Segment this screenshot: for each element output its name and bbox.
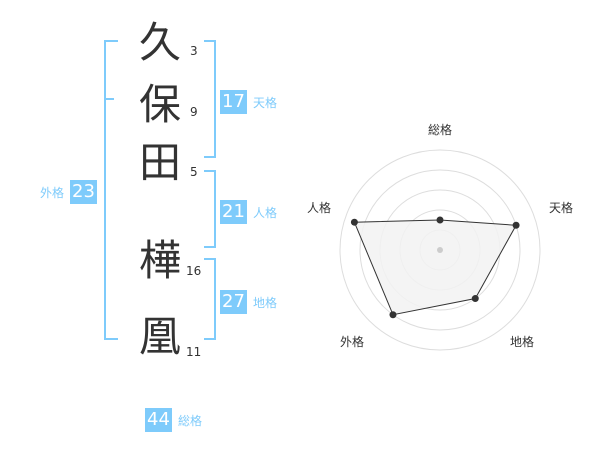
radar-point-chikaku [471,295,479,303]
gaikaku-value-badge: 23 [70,180,97,204]
radar-grid-ring [359,169,521,331]
stroke-count-4: 16 [186,264,202,278]
radar-grid-ring [339,149,541,351]
radar-label-chikaku: 地格 [510,335,535,349]
radar-point-tenkaku [512,221,520,229]
soukaku-value-badge: 44 [145,408,172,432]
name-char-2: 保 [138,80,181,129]
radar-label-tenkaku: 天格 [549,201,574,215]
radar-point-gaikaku [389,311,397,319]
chikaku-label: 地格 [253,296,278,310]
gaikaku-bracket-tick [104,98,114,100]
chikaku-bracket [204,258,216,340]
stroke-count-1: 3 [190,44,198,58]
gaikaku-bracket [104,40,118,340]
jinkaku-value-badge: 21 [220,200,247,224]
radar-value-polygon [353,219,517,316]
tenkaku-label: 天格 [253,96,278,110]
jinkaku-label: 人格 [253,206,278,220]
tenkaku-bracket [204,40,216,158]
name-char-1: 久 [138,18,181,67]
radar-center-dot [437,247,443,253]
radar-point-jinkaku [350,218,358,226]
chikaku-value-badge: 27 [220,290,247,314]
jinkaku-bracket [204,170,216,248]
stroke-count-3: 5 [190,165,198,179]
stroke-count-2: 9 [190,105,198,119]
name-char-4: 樺 [138,236,181,285]
radar-label-soukaku: 総格 [428,123,453,137]
gaikaku-label: 外格 [40,186,65,200]
radar-label-jinkaku: 人格 [307,201,332,215]
name-char-5: 凰 [138,312,181,361]
tenkaku-value-badge: 17 [220,90,247,114]
radar-point-soukaku [436,216,444,224]
soukaku-label: 総格 [178,414,203,428]
stroke-count-5: 11 [186,345,202,359]
radar-label-gaikaku: 外格 [340,335,365,349]
name-char-3: 田 [138,138,181,187]
fortune-radar-chart [339,149,541,351]
